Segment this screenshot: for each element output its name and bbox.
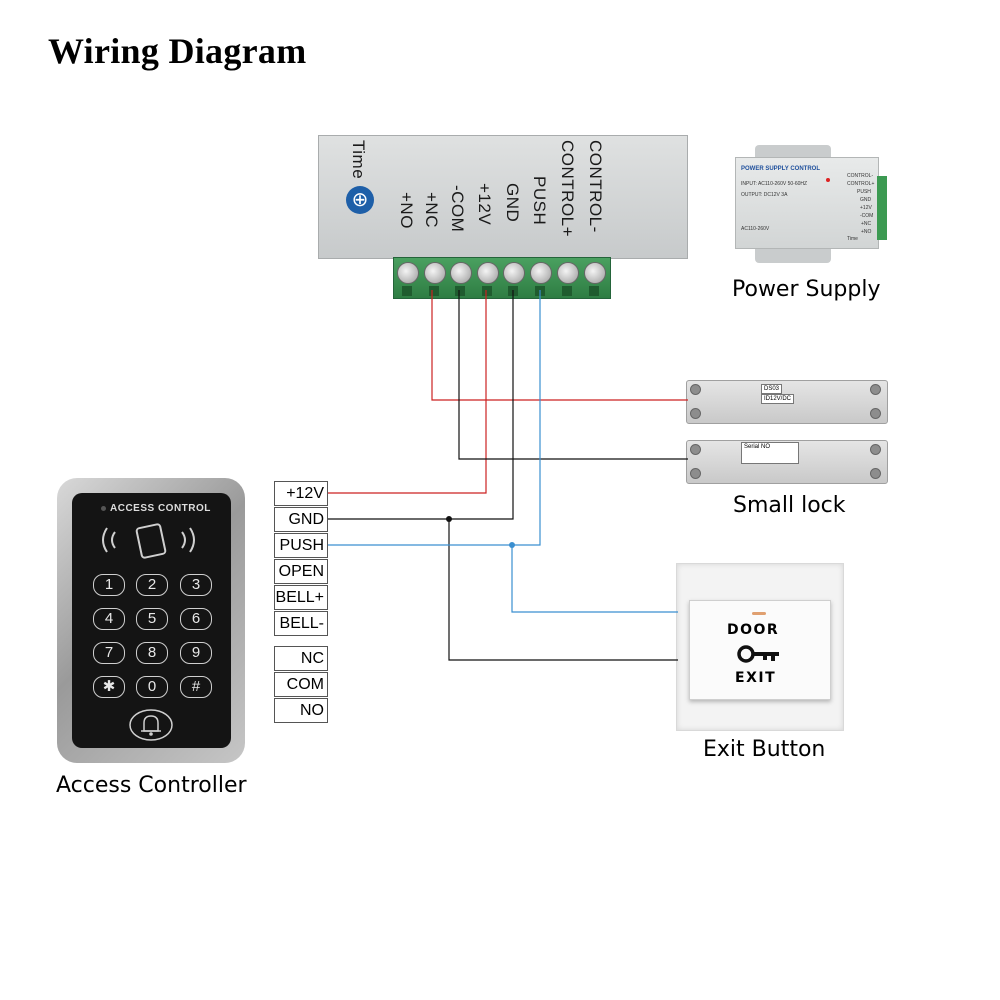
lock-screw-hole-icon — [870, 444, 881, 455]
lock-label: DS03 — [761, 384, 783, 394]
mini-pin: +NO — [861, 229, 872, 235]
key-2[interactable]: 2 — [136, 574, 168, 596]
junction-dot-gnd — [446, 516, 452, 522]
terminal-screw-control-minus — [584, 262, 606, 284]
exit-exit-text: EXIT — [735, 670, 777, 686]
caption-access-controller: Access Controller — [56, 773, 247, 798]
key-1[interactable]: 1 — [93, 574, 125, 596]
lock-screw-hole-icon — [690, 468, 701, 479]
ps-label-nc: +NC — [422, 192, 441, 228]
wire-gnd-to-controller — [328, 290, 514, 520]
wire-com-to-lock — [458, 290, 688, 460]
key-icon — [737, 645, 779, 663]
mini-input: INPUT: AC110-260V 50-60HZ — [741, 181, 808, 187]
terminal-bell-plus: BELL+ — [274, 585, 328, 610]
key-0[interactable]: 0 — [136, 676, 168, 698]
page-title: Wiring Diagram — [48, 31, 307, 71]
lock-screw-hole-icon — [690, 408, 701, 419]
mini-pin: +NC — [861, 221, 872, 227]
key-5[interactable]: 5 — [136, 608, 168, 630]
terminal-screw-gnd — [503, 262, 525, 284]
key-9[interactable]: 9 — [180, 642, 212, 664]
lock-screw-hole-icon — [690, 384, 701, 395]
ps-label-control-plus: CONTROL+ — [558, 140, 577, 238]
ps-label-push: PUSH — [530, 176, 549, 226]
power-supply-body — [318, 135, 688, 259]
mini-pin: CONTROL+ — [847, 181, 875, 187]
terminal-peg — [402, 286, 412, 296]
terminal-bell-minus: BELL- — [274, 611, 328, 636]
mini-pin: -COM — [860, 213, 874, 219]
controller-title: ACCESS CONTROL — [110, 503, 211, 514]
terminal-peg — [589, 286, 599, 296]
terminal-nc: NC — [274, 646, 328, 671]
caption-power-supply: Power Supply — [732, 277, 881, 302]
mini-pin: +12V — [860, 205, 872, 211]
mini-terminal-block — [877, 176, 887, 240]
wire-push-to-exit — [511, 545, 678, 613]
terminal-12v: +12V — [274, 481, 328, 506]
ps-label-control-minus: CONTROL- — [586, 140, 605, 233]
terminal-screw-nc — [424, 262, 446, 284]
mini-led-icon — [826, 178, 830, 182]
lock-label: ID12V/DC — [761, 394, 795, 404]
lock-screw-hole-icon — [870, 468, 881, 479]
key-4[interactable]: 4 — [93, 608, 125, 630]
lock-serial-label: Serial NO — [741, 442, 799, 464]
lock-screw-hole-icon — [870, 408, 881, 419]
terminal-screw-control-plus — [557, 262, 579, 284]
mini-model: AC110-260V — [741, 226, 770, 232]
mini-pin: CONTROL- — [847, 173, 874, 179]
ps-label-12v: +12V — [475, 183, 494, 226]
wire-gnd-to-exit — [448, 519, 678, 661]
exit-led-icon — [752, 612, 766, 615]
lock-screw-hole-icon — [870, 384, 881, 395]
wire-12v-to-controller — [328, 290, 487, 494]
key-7[interactable]: 7 — [93, 642, 125, 664]
ps-label-no: +NO — [397, 192, 416, 229]
terminal-no: NO — [274, 698, 328, 723]
mini-header: POWER SUPPLY CONTROL — [741, 166, 821, 172]
key-3[interactable]: 3 — [180, 574, 212, 596]
terminal-com: COM — [274, 672, 328, 697]
terminal-peg — [482, 286, 492, 296]
junction-dot-push — [509, 542, 515, 548]
mini-output: OUTPUT: DC12V 3A — [741, 192, 788, 198]
caption-small-lock: Small lock — [733, 493, 846, 518]
mini-pin: PUSH — [857, 189, 871, 195]
ps-label-gnd: GND — [503, 183, 522, 223]
terminal-screw-12v — [477, 262, 499, 284]
lock-screw-hole-icon — [690, 444, 701, 455]
terminal-screw-push — [530, 262, 552, 284]
key-star[interactable]: ✱ — [93, 676, 125, 698]
controller-led-icon — [101, 506, 106, 511]
ps-label-time: Time — [349, 140, 368, 180]
terminal-screw-com — [450, 262, 472, 284]
card-reader-icon — [102, 523, 195, 559]
bell-button-icon[interactable] — [127, 708, 175, 742]
caption-exit-button: Exit Button — [703, 737, 826, 762]
terminal-push: PUSH — [274, 533, 328, 558]
mini-pin: GND — [860, 197, 872, 203]
terminal-peg — [429, 286, 439, 296]
wire-12v-to-lock — [431, 290, 688, 401]
mini-time: Time — [847, 236, 858, 242]
key-6[interactable]: 6 — [180, 608, 212, 630]
key-hash[interactable]: # — [180, 676, 212, 698]
time-knob-icon: ⊕ — [346, 186, 374, 214]
terminal-screw-no — [397, 262, 419, 284]
wire-push-to-controller — [328, 290, 541, 546]
key-8[interactable]: 8 — [136, 642, 168, 664]
terminal-gnd: GND — [274, 507, 328, 532]
terminal-open: OPEN — [274, 559, 328, 584]
exit-door-text: DOOR — [727, 622, 780, 638]
ps-label-com: -COM — [448, 185, 467, 233]
mini-power-supply-body — [735, 157, 879, 249]
terminal-peg — [455, 286, 465, 296]
exit-button-face[interactable] — [689, 600, 831, 700]
terminal-peg — [562, 286, 572, 296]
